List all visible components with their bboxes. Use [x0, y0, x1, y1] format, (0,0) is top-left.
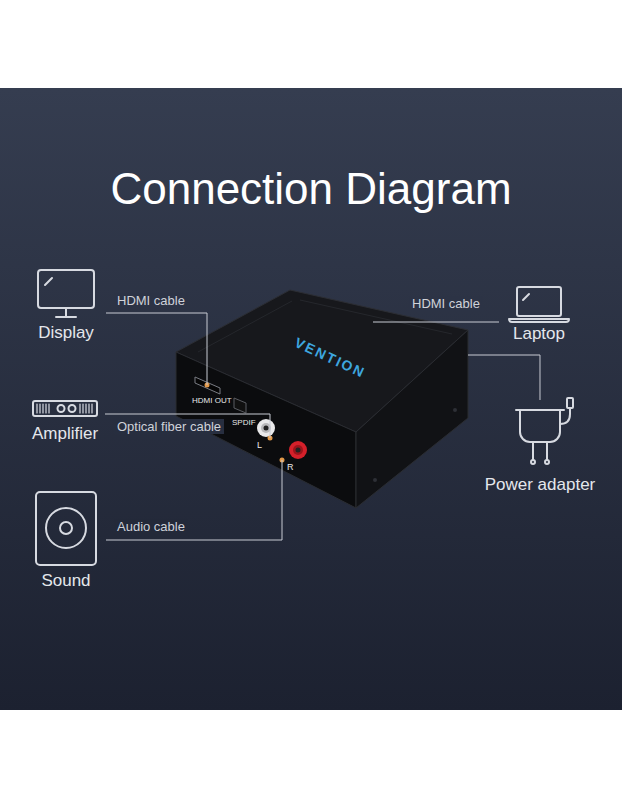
- port-label: L: [257, 440, 262, 450]
- amplifier-icon: [33, 401, 97, 416]
- adapter-body: [520, 410, 560, 442]
- speaker-node: Sound: [26, 488, 106, 593]
- monitor-base: [56, 316, 76, 318]
- rca-white-jack: [257, 419, 275, 437]
- port-marker: [268, 436, 273, 441]
- rca-red-jack: [296, 448, 301, 453]
- monitor-screen: [38, 270, 94, 308]
- port-label: SPDIF: [232, 418, 256, 427]
- rca-white-jack: [264, 426, 269, 431]
- screen-glint: [523, 294, 529, 300]
- laptop-icon: [509, 287, 569, 322]
- cable-label: HDMI cable: [409, 296, 483, 311]
- rca-red-jack: [293, 445, 303, 455]
- port-label: HDMI OUT: [192, 396, 232, 405]
- box-side-face: [356, 330, 468, 508]
- prong-tip: [545, 460, 549, 464]
- port-marker: [205, 383, 210, 388]
- laptop-base: [509, 319, 569, 322]
- rca-red-jack: [289, 441, 307, 459]
- cable-line: [105, 414, 270, 438]
- device-label: Sound: [41, 571, 90, 591]
- laptop-screen: [517, 287, 561, 316]
- converter-box: [176, 290, 468, 508]
- power-adapter-node: Power adapter: [479, 400, 602, 497]
- screw: [373, 478, 377, 482]
- hdmi-port: [195, 377, 220, 394]
- diagram-title: Connection Diagram: [0, 164, 622, 214]
- amplifier-node: Amplifier: [25, 396, 105, 446]
- amplifier-vent: [37, 404, 49, 413]
- amplifier-vent: [80, 404, 92, 413]
- prong-tip: [531, 460, 535, 464]
- amplifier-body: [33, 401, 97, 416]
- speaker-dome: [60, 522, 72, 534]
- cable-line: [106, 460, 282, 540]
- adapter-prong: [533, 442, 547, 460]
- speaker-cabinet: [36, 492, 96, 565]
- box-top-face: [176, 290, 468, 432]
- port-label: R: [287, 462, 294, 472]
- amplifier-knob: [69, 405, 76, 412]
- display-node: Display: [26, 264, 106, 346]
- cable-line: [106, 313, 207, 385]
- power-adapter-icon: [516, 398, 573, 464]
- converter-node: VENTION HDMI OUT SPDIF L R: [176, 290, 468, 508]
- speaker-icon: [36, 492, 96, 565]
- rca-white-jack: [261, 423, 271, 433]
- brand-logo: VENTION: [292, 335, 367, 381]
- speaker-cone: [46, 508, 86, 548]
- screen-glint: [45, 278, 52, 285]
- adapter-cord: [560, 408, 570, 424]
- port-marker: [280, 458, 285, 463]
- screw: [453, 408, 457, 412]
- cable-line: [468, 355, 540, 400]
- cable-label: HDMI cable: [114, 293, 188, 308]
- laptop-node: Laptop: [499, 282, 579, 346]
- amplifier-knob: [58, 405, 65, 412]
- adapter-plate: [516, 409, 564, 411]
- cable-label: Optical fiber cable: [114, 419, 224, 434]
- spdif-port: [234, 398, 246, 413]
- top-groove: [198, 301, 292, 352]
- device-label: Laptop: [513, 324, 565, 344]
- monitor-stand: [65, 308, 67, 316]
- cord-plug: [567, 398, 573, 408]
- cable-label: Audio cable: [114, 519, 188, 534]
- display-icon: [38, 270, 94, 317]
- device-label: Amplifier: [32, 424, 98, 444]
- device-label: Power adapter: [485, 475, 596, 495]
- cable-line: [373, 322, 499, 323]
- device-label: Display: [38, 323, 94, 343]
